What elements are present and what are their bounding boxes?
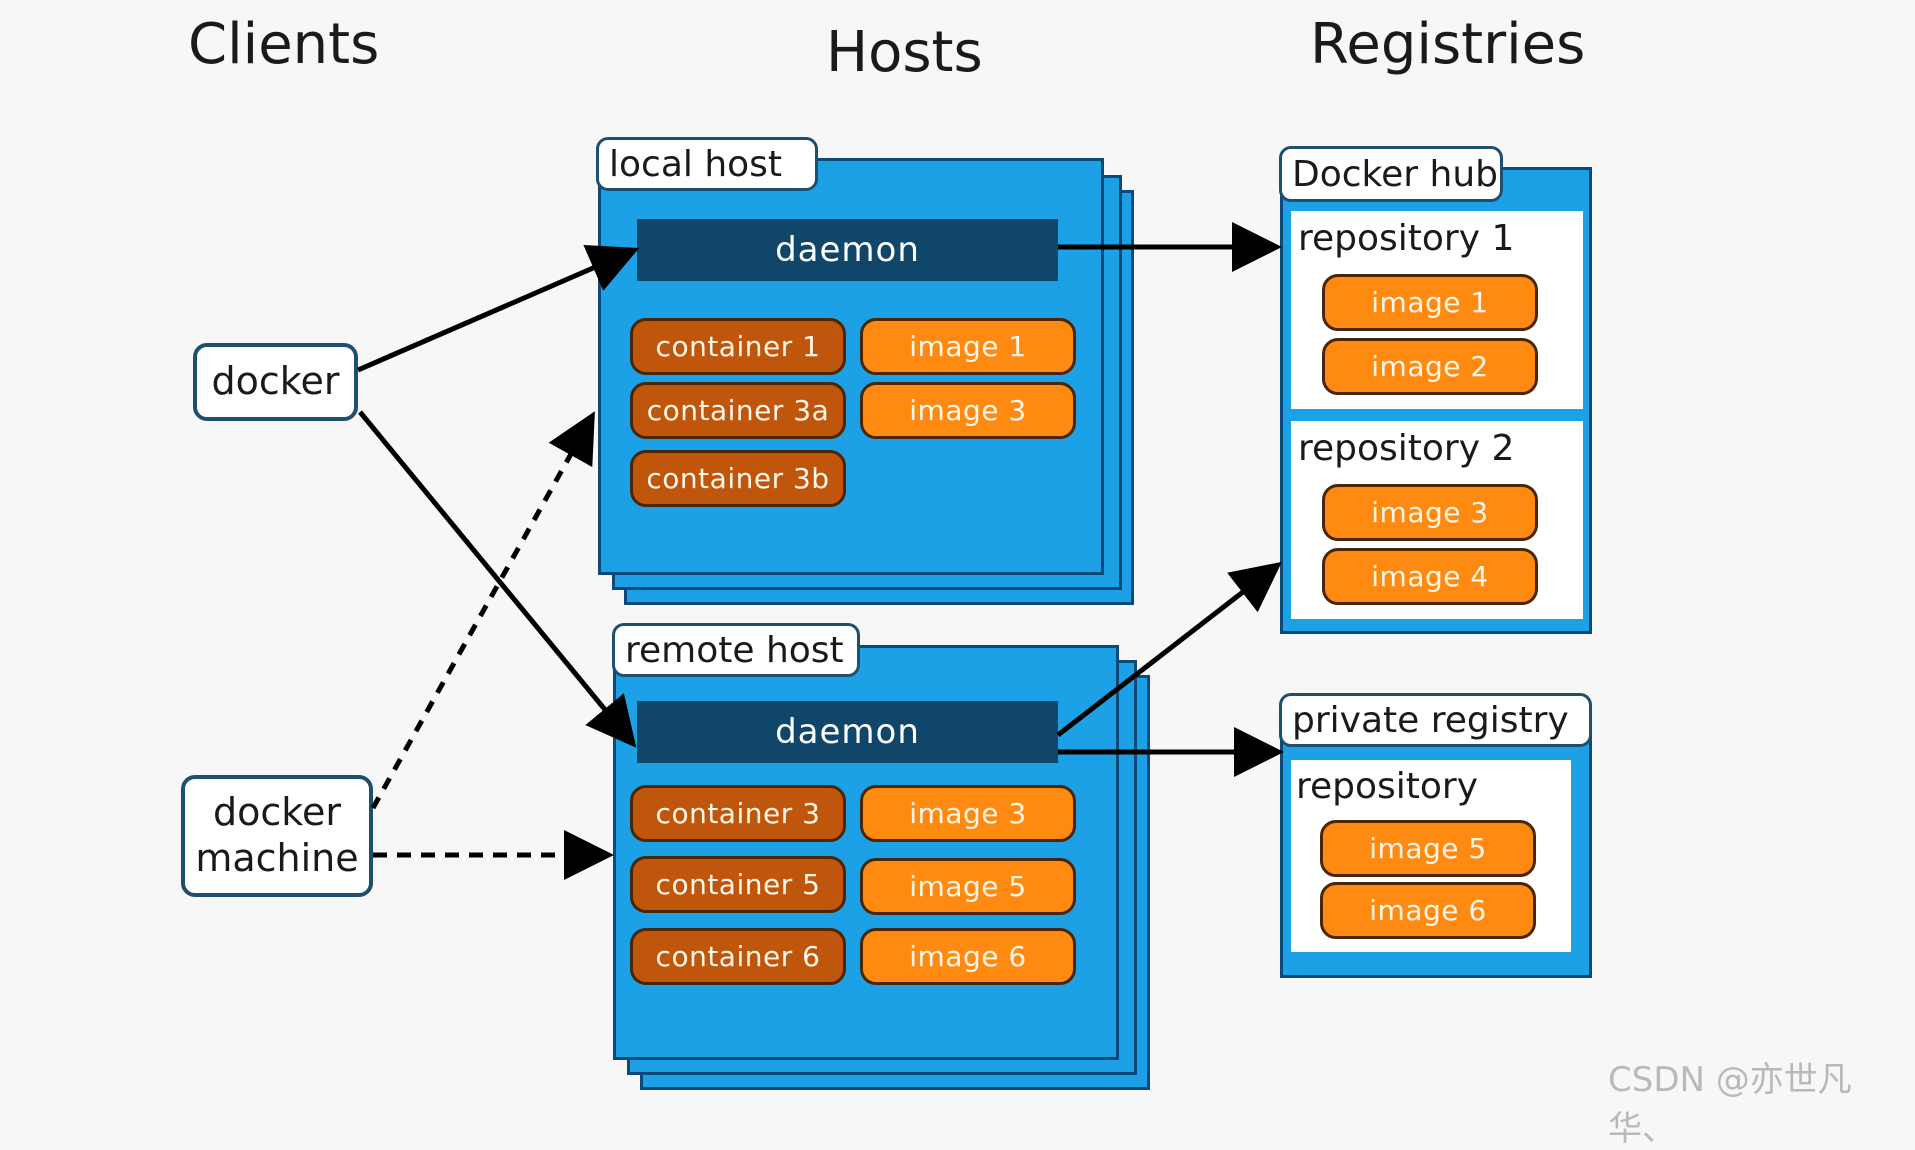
local-container-1: container 1 — [630, 318, 846, 375]
local-host-label: local host — [596, 137, 818, 191]
docker-client: docker — [193, 343, 358, 421]
local-container-3b: container 3b — [630, 450, 846, 507]
local-image-3: image 3 — [860, 382, 1076, 439]
arrow-docker-to-local-daemon — [357, 244, 640, 373]
hosts-header: Hosts — [826, 20, 983, 85]
local-daemon: daemon — [637, 219, 1058, 281]
registries-header: Registries — [1310, 12, 1586, 77]
remote-container-5: container 5 — [630, 856, 846, 913]
private-registry-label: private registry — [1279, 693, 1592, 747]
clients-header: Clients — [188, 12, 380, 77]
remote-image-3: image 3 — [860, 785, 1076, 842]
private-image-6: image 6 — [1320, 882, 1536, 939]
docker-machine-label-line1: docker — [213, 790, 341, 835]
remote-host-label: remote host — [612, 623, 860, 677]
repository-2-title: repository 2 — [1298, 428, 1515, 469]
arrow-machine-to-local-host — [370, 411, 595, 810]
remote-container-3: container 3 — [630, 785, 846, 842]
docker-machine-label-line2: machine — [195, 836, 359, 880]
csdn-watermark: CSDN @亦世凡华、 — [1608, 1060, 1852, 1149]
remote-image-6: image 6 — [860, 928, 1076, 985]
arrow-remote-daemon-to-docker-hub — [1056, 561, 1282, 737]
remote-daemon: daemon — [637, 701, 1058, 763]
repository-1-title: repository 1 — [1298, 218, 1515, 259]
hub-repo1-image-2: image 2 — [1322, 338, 1538, 395]
docker-hub-label: Docker hub — [1279, 146, 1503, 202]
hub-repo2-image-4: image 4 — [1322, 548, 1538, 605]
local-image-1: image 1 — [860, 318, 1076, 375]
hub-repo2-image-3: image 3 — [1322, 484, 1538, 541]
docker-client-label: docker — [211, 359, 340, 404]
remote-container-6: container 6 — [630, 928, 846, 985]
local-container-3a: container 3a — [630, 382, 846, 439]
private-image-5: image 5 — [1320, 820, 1536, 877]
arrow-docker-to-remote-daemon — [358, 410, 637, 748]
remote-image-5: image 5 — [860, 858, 1076, 915]
docker-machine-client: docker machine — [181, 775, 373, 897]
hub-repo1-image-1: image 1 — [1322, 274, 1538, 331]
private-repository-title: repository — [1296, 766, 1479, 807]
connector-arrows — [357, 222, 1284, 880]
